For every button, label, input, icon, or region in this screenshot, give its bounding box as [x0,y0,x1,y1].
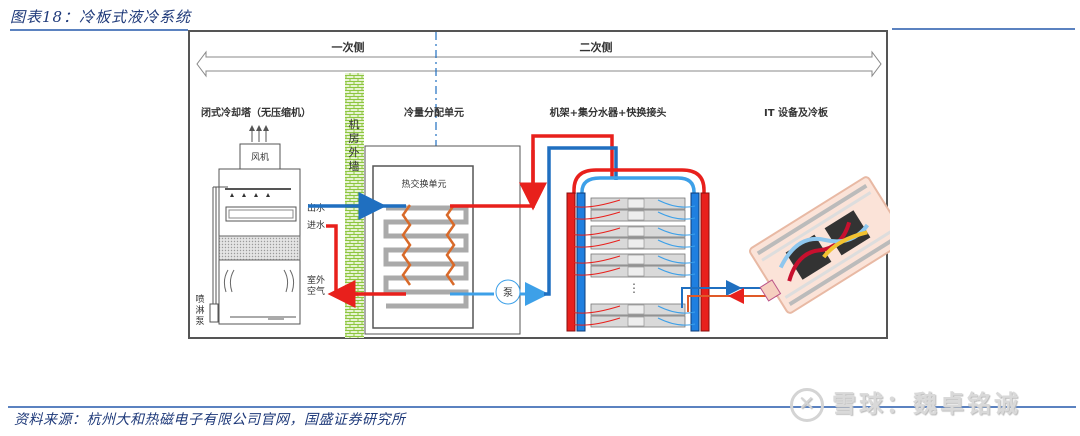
it-cold-plate-assembly [749,176,890,314]
coil-right [445,204,456,286]
server-unit [570,197,696,210]
spray-pump-label-3: 泵 [195,316,204,327]
rack-with-manifolds: ⋮ [566,168,710,332]
server-unit [570,237,696,250]
watermark-logo-icon [790,388,824,422]
it-equipment-title: IT 设备及冷板 [764,106,829,119]
it-supply-line [681,287,788,308]
cold-plate-liquid-cooling-diagram: 一次侧 二次侧 机 房 外 墙 闭式冷却塔（无压缩机） 冷量分配单元 机架+集分… [188,30,890,339]
hot-manifold-arch [572,168,706,194]
fan-label: 风机 [251,151,269,163]
wall-label-3: 外 [349,146,360,159]
server-unit [570,253,696,266]
heat-exchanger-label: 热交换单元 [401,178,446,190]
spray-pump-label-1: 喷 [195,294,204,305]
pump-label: 泵 [503,287,513,299]
water-in-label: 进水 [307,219,325,231]
outdoor-air-label-1: 室外 [307,274,325,286]
fan-box [239,143,281,170]
cold-manifold-arch [580,176,696,194]
cooling-tower: 风机 喷 淋 泵 出水 进水 室外 空气 [195,125,325,327]
server-unit [570,209,696,222]
server-unit [570,225,696,238]
watermark-text: 雪球：魏卓铭诚 [832,390,1021,418]
secondary-return-pipe [450,134,614,208]
outdoor-air-label-2: 空气 [307,285,325,297]
cold-manifold-left [576,192,586,332]
server-stack [570,197,696,328]
it-return-line [687,295,788,312]
spray-pump-label-2: 淋 [195,304,204,316]
hot-manifold-right [700,192,710,332]
secondary-side-label: 二次侧 [580,40,613,54]
primary-return-pipe [326,224,406,296]
sides-double-arrow [196,50,882,78]
server-unit [570,315,696,328]
more-servers-ellipsis: ⋮ [628,281,640,295]
title-rule-left [10,29,188,31]
water-out-label: 出水 [307,202,325,214]
coil-left [401,204,412,286]
server-unit [570,303,696,316]
heat-exchanger-plates [383,205,469,309]
rack-title: 机架+集分水器+快换接头 [550,106,667,119]
watermark: 雪球：魏卓铭诚 [790,384,1021,422]
cooling-distribution-unit: 热交换单元 泵 [364,145,521,335]
figure-title: 图表18：冷板式液冷系统 [10,8,192,26]
fill-media [218,235,301,261]
source-note: 资料来源：杭州大和热磁电子有限公司官网，国盛证券研究所 [14,412,406,428]
wall-label-2: 房 [349,132,360,145]
pump-icon [495,279,521,305]
spray-pump [209,303,219,323]
server-unit [570,265,696,278]
title-rule-right [892,28,1075,30]
source-rule [8,406,1076,408]
cdu-title: 冷量分配单元 [404,106,464,119]
wall-label-4: 墙 [349,159,360,173]
primary-side-label: 一次侧 [332,40,365,54]
cooling-tower-title: 闭式冷却塔（无压缩机） [201,106,311,119]
wall-label-1: 机 [349,117,360,131]
heat-exchanger-box [372,165,474,329]
